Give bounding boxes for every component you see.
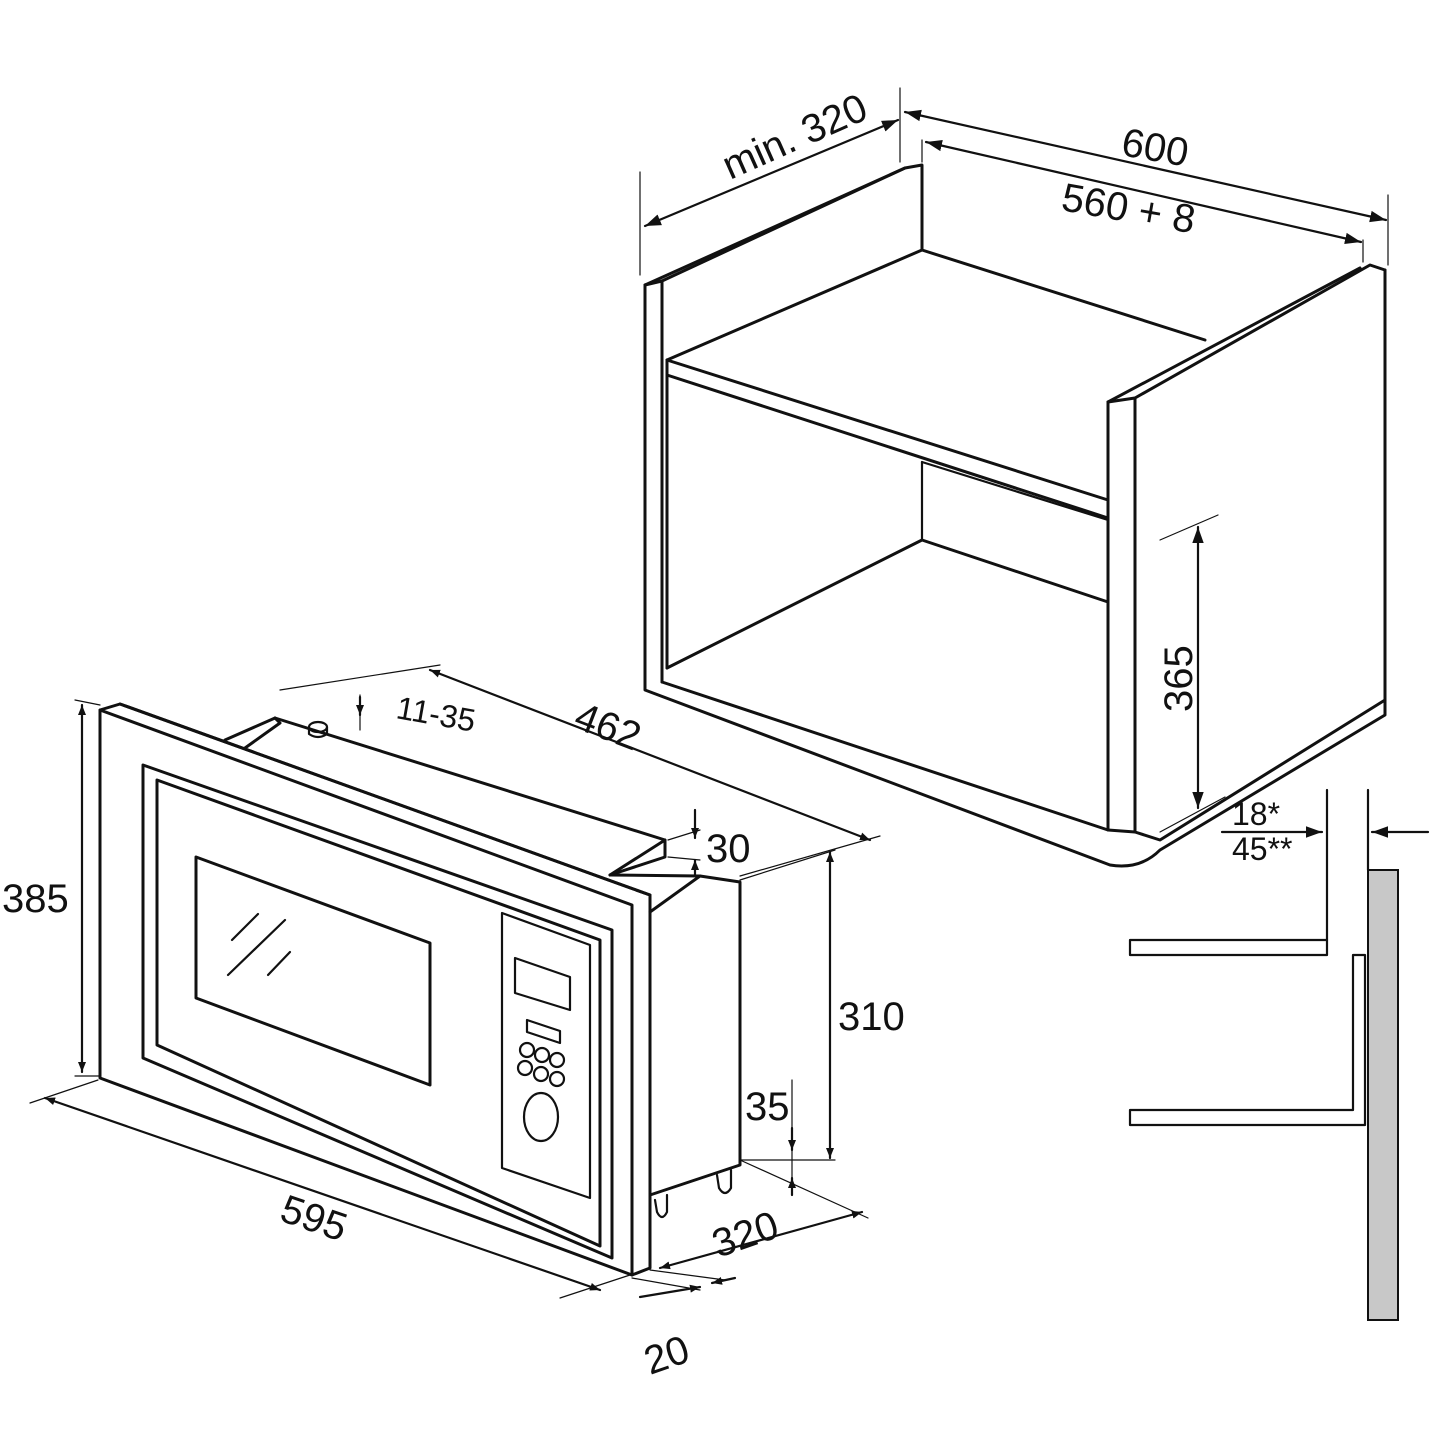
- cabinet-inner-width-dim-line: [924, 140, 1363, 244]
- body-depth-label: 320: [707, 1203, 784, 1266]
- cabinet-width-label: 600: [1118, 121, 1191, 176]
- cabinet-niche: [643, 163, 1387, 868]
- upper-shelf: [1128, 938, 1329, 957]
- frame-width-label: 595: [275, 1187, 352, 1250]
- wall: [1367, 869, 1399, 1321]
- top-offset-label: 30: [706, 827, 751, 871]
- gap-label-top: 18*: [1232, 796, 1280, 832]
- gap-label-bottom: 45**: [1232, 831, 1293, 867]
- lower-shelf-bracket: [1128, 953, 1367, 1127]
- microwave-oven: [98, 702, 742, 1277]
- cabinet-inner-width-label: 560 + 8: [1058, 176, 1198, 243]
- frame-depth-label: 20: [639, 1327, 695, 1383]
- body-height-label: 310: [838, 995, 905, 1039]
- cabinet-height-label: 365: [1157, 645, 1201, 712]
- cabinet-depth-dim-line: [643, 118, 900, 228]
- control-knob: [522, 1091, 560, 1143]
- microwave-dimensions: 385 595 20 320 462 11-35 30: [2, 664, 905, 1384]
- vent-range-label: 11-35: [394, 689, 479, 738]
- cabinet-depth-label: min. 320: [716, 86, 874, 189]
- cabinet-dimensions: min. 320 600 560 + 8 365: [639, 86, 1389, 833]
- control-panel: [500, 911, 592, 1200]
- frame-height-label: 385: [2, 877, 69, 921]
- door-window: [194, 855, 432, 1087]
- mounting-section-detail: 18* 45**: [1128, 788, 1430, 1321]
- display: [513, 956, 572, 1012]
- foot-height-label: 35: [745, 1085, 790, 1129]
